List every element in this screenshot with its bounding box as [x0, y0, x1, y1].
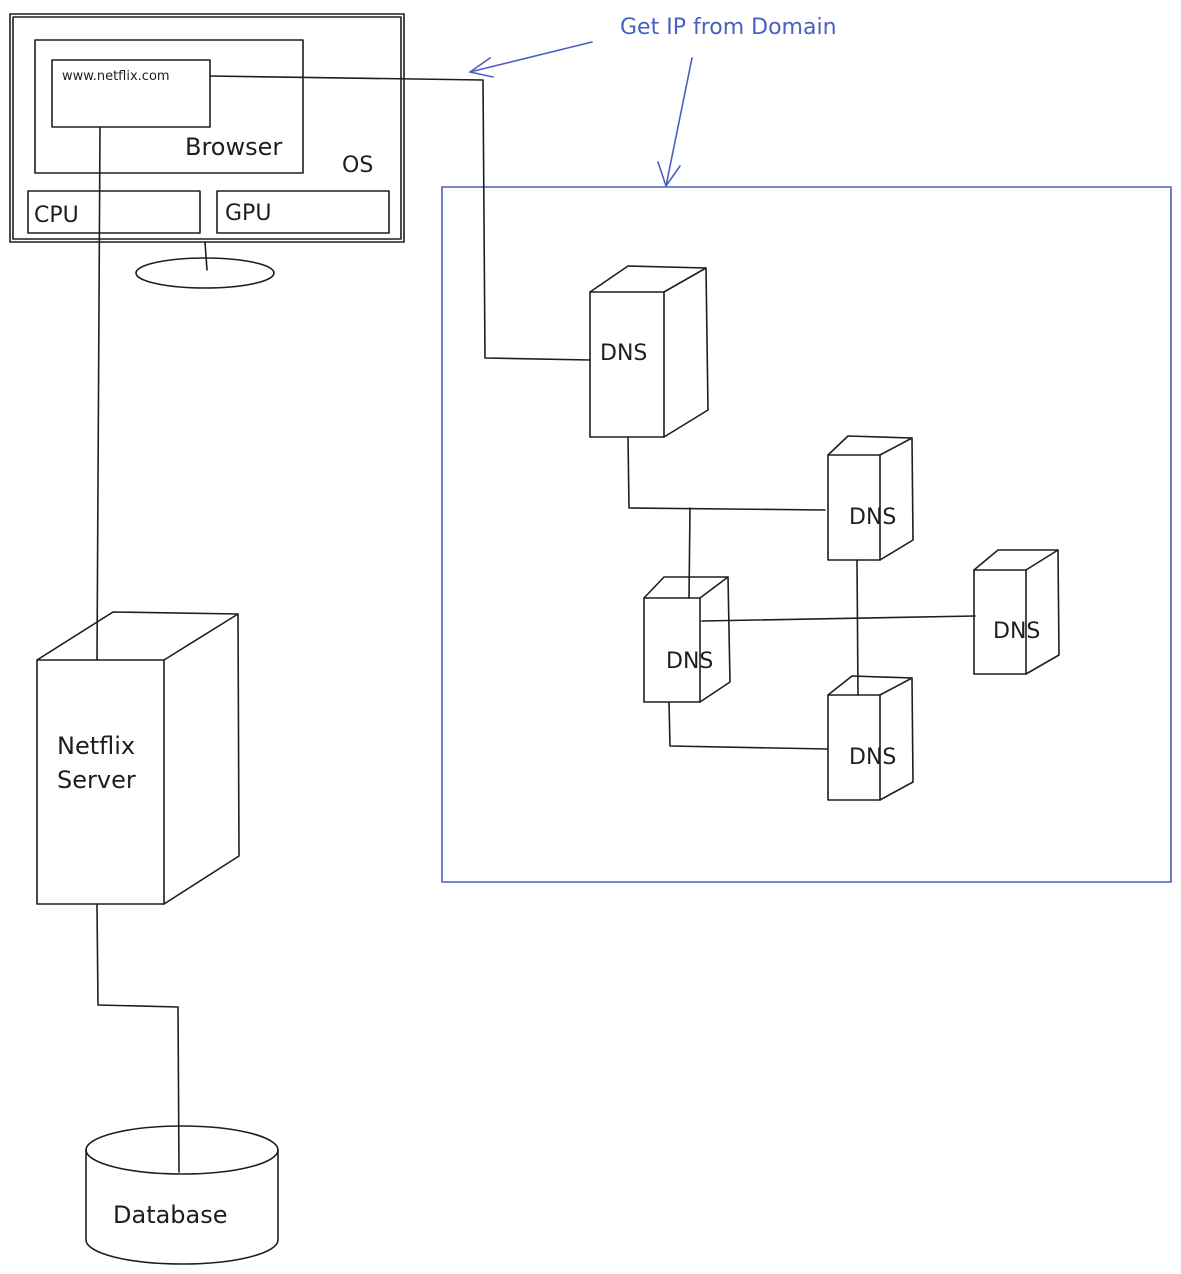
browser-label: Browser: [185, 133, 282, 161]
netflix-server: Netflix Server: [36, 611, 240, 905]
dns-server-1: DNS: [589, 265, 709, 438]
os-frame-inner: [12, 16, 402, 240]
dns3-to-dns5-line: [668, 701, 829, 750]
dns-server-5-front: [827, 694, 881, 801]
dns-server-3-label: DNS: [666, 649, 713, 674]
dns-server-3-front: [643, 597, 701, 703]
arrow-to-dns-zone: [665, 57, 693, 187]
browser-to-dns-line: [209, 75, 591, 361]
dns-zone: [441, 186, 1172, 883]
dns-server-3: DNS: [643, 576, 731, 703]
server-label-line2: Server: [57, 766, 136, 794]
arrow-to-browser-head: [469, 57, 494, 78]
dns-server-1-front: [589, 291, 665, 438]
cpu-box: [27, 190, 201, 234]
dns-server-2-top: [827, 435, 913, 456]
dns-server-3-side: [699, 576, 731, 703]
annotation-text: Get IP from Domain: [620, 15, 837, 40]
browser-window: [34, 39, 304, 174]
dns-server-4-side: [1025, 549, 1060, 675]
os-label: OS: [342, 153, 373, 178]
browser-to-server-line: [96, 126, 101, 661]
annotation: Get IP from Domain: [469, 15, 837, 187]
url-text: www.netflix.com: [62, 69, 170, 84]
dns-server-5-top: [827, 675, 913, 696]
gpu-label: GPU: [225, 201, 271, 226]
dns-server-1-label: DNS: [600, 341, 647, 366]
dns-server-4-front: [973, 569, 1027, 675]
connectors: [96, 75, 976, 1173]
dns-server-4-label: DNS: [993, 619, 1040, 644]
dns1-to-dns3-line: [688, 507, 691, 599]
database-body: [85, 1149, 279, 1265]
dns1-to-dns2-line: [627, 436, 826, 511]
arrow-to-browser: [469, 41, 593, 73]
dns-server-2-front: [827, 454, 881, 561]
database-top: [85, 1125, 279, 1175]
cpu-label: CPU: [34, 203, 79, 228]
dns-server-4: DNS: [973, 549, 1060, 675]
server-side: [163, 613, 240, 905]
dns-server-3-top: [643, 576, 729, 599]
gpu-box: [216, 190, 390, 234]
dns-server-5-label: DNS: [849, 745, 896, 770]
server-top: [36, 611, 239, 661]
database-label: Database: [113, 1201, 228, 1229]
arrow-to-dns-zone-head: [657, 161, 681, 187]
dns-server-5: DNS: [827, 675, 914, 801]
server-label-line1: Netflix: [57, 732, 135, 760]
dns-server-4-top: [973, 549, 1059, 571]
database: Database: [85, 1125, 279, 1265]
monitor-stand: [204, 241, 208, 271]
server-to-database-line: [96, 904, 180, 1173]
dns-server-2-label: DNS: [849, 505, 896, 530]
dns-server-2: DNS: [827, 435, 914, 561]
dns-server-1-top: [589, 265, 707, 293]
address-bar[interactable]: [51, 59, 211, 128]
dns-server-2-side: [879, 437, 914, 561]
dns3-to-dns4-line: [701, 615, 976, 622]
computer-monitor: www.netflix.com Browser OS CPU GPU: [9, 13, 405, 289]
os-frame: [9, 13, 405, 243]
dns2-to-dns5-line: [856, 559, 859, 696]
dns-server-5-side: [879, 677, 914, 801]
server-front: [36, 659, 165, 905]
dns-server-1-side: [663, 267, 709, 438]
monitor-base: [135, 257, 275, 289]
